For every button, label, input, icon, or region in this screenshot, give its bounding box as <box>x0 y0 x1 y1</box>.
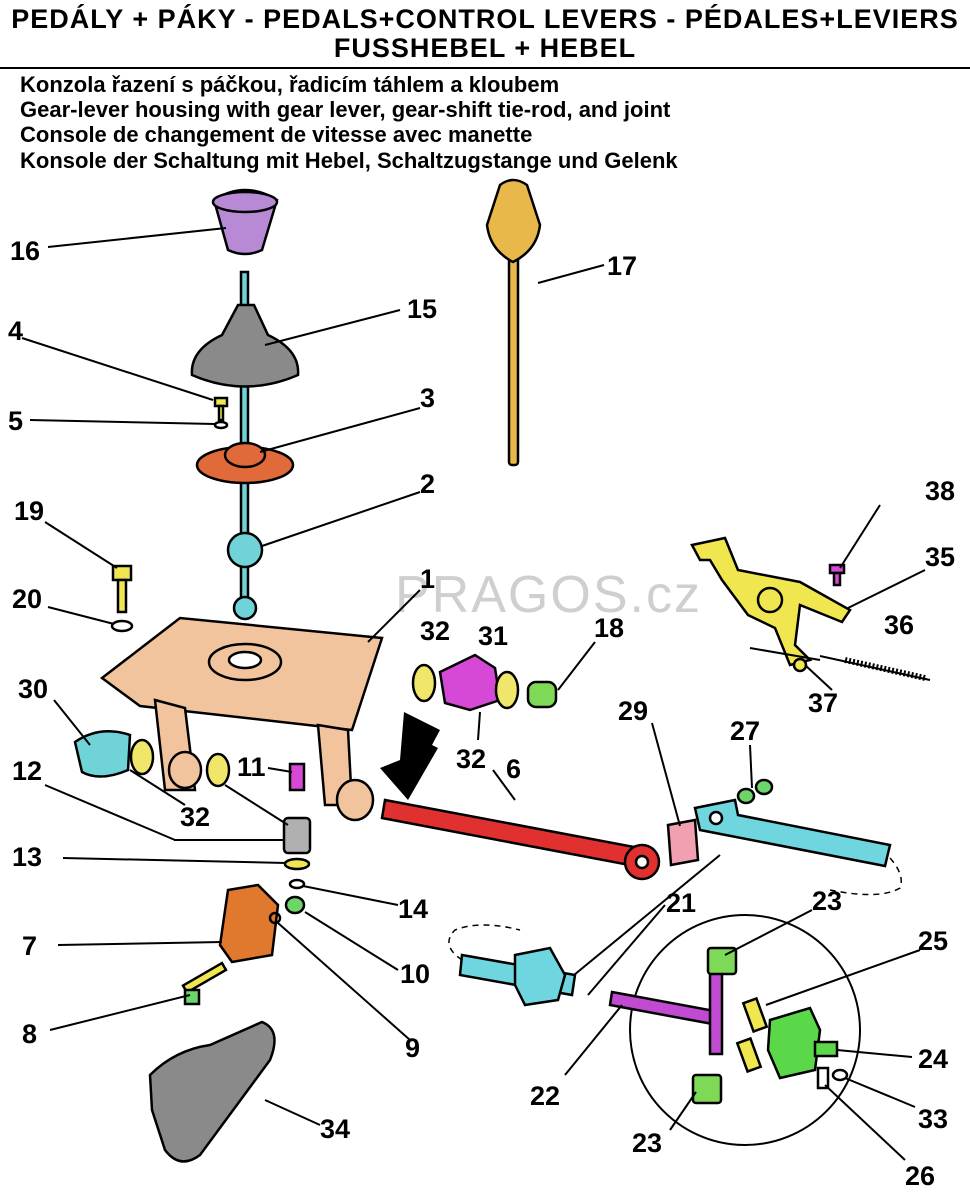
part-11-bushing <box>288 762 306 792</box>
label-11: 11 <box>237 752 266 782</box>
label-4: 4 <box>8 316 23 346</box>
connector-dashed-left <box>448 924 521 961</box>
leader-37-base <box>749 647 821 661</box>
subtitle-french: Console de changement de vitesse avec ma… <box>20 122 533 147</box>
label-22: 22 <box>530 1081 560 1111</box>
label-25: 25 <box>918 926 948 956</box>
part-12-spring <box>282 816 312 855</box>
label-5: 5 <box>8 406 23 436</box>
title-line-1: PEDÁLY + PÁKY - PEDALS+CONTROL LEVERS - … <box>11 4 959 34</box>
part-15-rubber-boot <box>190 303 300 388</box>
part-27-nut-b <box>754 778 774 796</box>
part-23-clip-lower <box>691 1073 723 1105</box>
label-16: 16 <box>10 236 40 266</box>
assembly-arrow <box>380 712 440 800</box>
label-31: 31 <box>478 621 508 651</box>
part-32-washer-right <box>494 670 520 710</box>
part-4-screw <box>213 396 229 422</box>
part-29-plate <box>666 818 700 867</box>
label-33: 33 <box>918 1104 948 1134</box>
part-32-washer-upper <box>411 663 437 703</box>
part-27-nut-a <box>736 787 756 805</box>
label-27: 27 <box>730 716 760 746</box>
label-8: 8 <box>22 1019 37 1049</box>
label-19: 19 <box>14 496 44 526</box>
label-32-left: 32 <box>180 802 210 832</box>
label-12: 12 <box>12 756 42 786</box>
part-5-washer <box>213 420 229 430</box>
label-3: 3 <box>420 383 435 413</box>
label-37: 37 <box>808 688 838 718</box>
part-18-block <box>526 680 558 709</box>
label-26: 26 <box>905 1161 935 1191</box>
part-1-console <box>99 616 384 822</box>
part-32-washer-left <box>129 738 155 776</box>
label-32-top: 32 <box>420 616 450 646</box>
label-24: 24 <box>918 1044 948 1074</box>
label-34: 34 <box>320 1114 350 1144</box>
label-2: 2 <box>420 469 435 499</box>
leader-lines <box>21 227 926 1161</box>
part-8-bolt <box>181 961 228 1006</box>
label-13: 13 <box>12 842 42 872</box>
part-35-lever-housing <box>690 536 852 667</box>
part-36-cable <box>819 655 931 681</box>
part-23-clip-upper <box>706 946 738 976</box>
subtitle-czech: Konzola řazení s páčkou, řadicím táhlem … <box>20 72 560 97</box>
watermark: PRAGOS.cz <box>395 566 702 624</box>
part-24-selector-block <box>766 1006 839 1080</box>
part-22-pin <box>608 970 724 1056</box>
label-21: 21 <box>666 888 696 918</box>
part-32-washer-mid <box>205 752 231 788</box>
label-36: 36 <box>884 610 914 640</box>
part-26-screw <box>816 1066 830 1090</box>
label-29: 29 <box>618 696 648 726</box>
part-37-clip <box>792 657 808 673</box>
label-20: 20 <box>12 584 42 614</box>
subtitle-german: Konsole der Schaltung mit Hebel, Schaltz… <box>20 148 678 173</box>
label-6: 6 <box>506 754 521 784</box>
label-23-top: 23 <box>812 886 842 916</box>
part-13-washer <box>283 857 311 871</box>
part-33-nut <box>831 1068 849 1082</box>
part-31-shift-arm <box>438 653 502 712</box>
part-21-tie-rod <box>458 798 892 1007</box>
label-18: 18 <box>594 613 624 643</box>
part-14-circlip <box>288 878 306 890</box>
label-35: 35 <box>925 542 955 572</box>
label-23-bottom: 23 <box>632 1128 662 1158</box>
part-10-nut <box>284 895 306 915</box>
label-14: 14 <box>398 894 428 924</box>
header-rule <box>0 67 970 69</box>
label-30: 30 <box>18 674 48 704</box>
part-number-labels: 16 17 15 4 5 3 2 19 20 1 30 12 32 11 13 … <box>8 236 955 1191</box>
part-3-flange <box>195 441 295 485</box>
label-10: 10 <box>400 959 430 989</box>
part-34-mounting-plate <box>148 1020 276 1163</box>
label-17: 17 <box>607 251 637 281</box>
label-1: 1 <box>420 564 435 594</box>
part-20-ring <box>110 619 134 633</box>
part-25-spring-plates <box>735 996 769 1074</box>
part-9-ring <box>268 911 282 925</box>
part-16-gear-knob <box>211 188 279 256</box>
part-19-bolt <box>111 564 133 614</box>
part-38-screw <box>828 563 846 587</box>
label-32-bottom: 32 <box>456 744 486 774</box>
part-7-joint-block <box>218 883 280 964</box>
label-15: 15 <box>407 294 437 324</box>
label-7: 7 <box>22 931 37 961</box>
part-6-shift-rod <box>380 798 661 881</box>
part-17-gear-lever-with-knob <box>485 178 542 467</box>
detail-circle <box>629 914 861 1146</box>
title-line-2: FUSSHEBEL + HEBEL <box>333 33 637 63</box>
subtitle-english: Gear-lever housing with gear lever, gear… <box>20 97 671 122</box>
label-38: 38 <box>925 476 955 506</box>
connector-dashed-right <box>829 857 902 896</box>
label-9: 9 <box>405 1033 420 1063</box>
